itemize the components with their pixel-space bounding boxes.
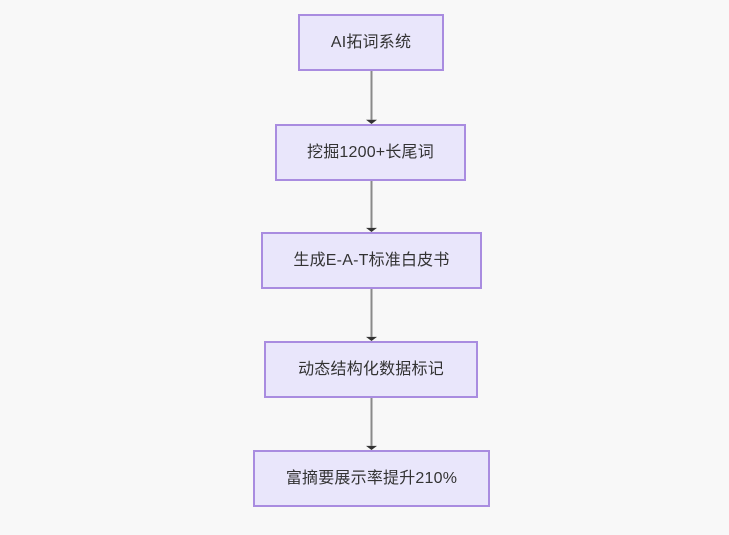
arrow-connector-icon [366, 71, 377, 124]
flowchart-node-n2[interactable]: 挖掘1200+长尾词 [275, 124, 466, 181]
flowchart-edge-n4-n5 [366, 398, 377, 450]
flowchart-node-label: 动态结构化数据标记 [298, 360, 444, 378]
flowchart-node-n4[interactable]: 动态结构化数据标记 [264, 341, 478, 398]
flowchart-node-label: 富摘要展示率提升210% [285, 469, 458, 487]
flowchart-node-n3[interactable]: 生成E-A-T标准白皮书 [261, 232, 482, 289]
flowchart-node-n5[interactable]: 富摘要展示率提升210% [253, 450, 490, 507]
flowchart-node-n1[interactable]: AI拓词系统 [298, 14, 444, 71]
arrow-connector-icon [366, 181, 377, 232]
flowchart-edge-n1-n2 [366, 71, 377, 124]
flowchart-node-label: 生成E-A-T标准白皮书 [293, 251, 450, 269]
flowchart-node-label: AI拓词系统 [330, 33, 412, 51]
flowchart-edge-n3-n4 [366, 289, 377, 341]
flowchart-edge-n2-n3 [366, 181, 377, 232]
arrow-connector-icon [366, 398, 377, 450]
flowchart-node-label: 挖掘1200+长尾词 [307, 143, 434, 161]
arrow-connector-icon [366, 289, 377, 341]
